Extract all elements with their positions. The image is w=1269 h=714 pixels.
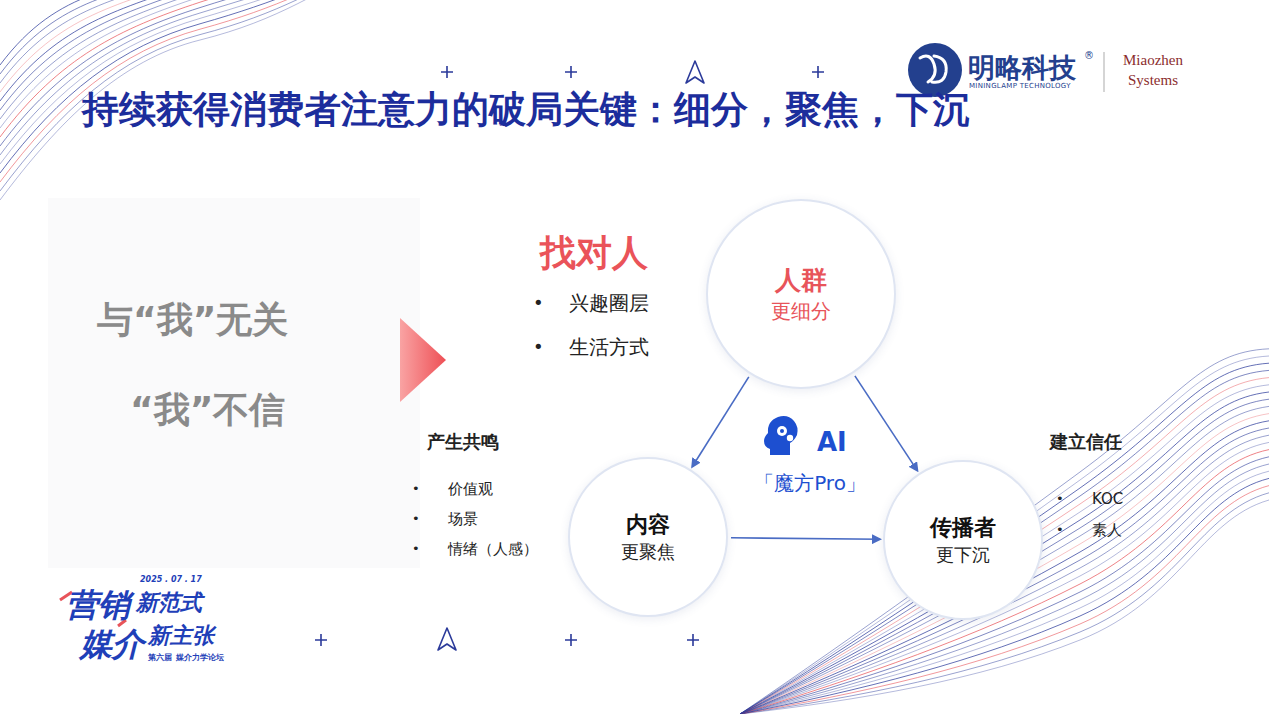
wave-line [740,414,1269,714]
bullet: • [1056,491,1064,507]
heading: 产生共鸣 [427,431,499,453]
node-subtitle: 更聚焦 [621,540,675,564]
heading: 找对人 [540,231,648,274]
event-logo-text: 营销 [66,586,130,624]
arrow-connector [855,376,917,471]
bullet: • [1056,522,1064,538]
wave-line [740,349,1269,714]
bullet-text: 情绪（人感） [448,540,538,558]
title: 持续获得消费者注意力的破局关键：细分，聚焦，下沉 [82,88,970,132]
bullet: • [412,541,420,557]
bullet: • [412,481,420,497]
event-logo-text: 新范式 [136,590,202,616]
bullet: • [533,336,544,358]
arrow-connector [731,538,880,539]
bullet: • [412,511,420,527]
wave-line [740,356,1269,714]
circle-node: 内容更聚焦 [568,457,728,617]
wave-line [740,457,1269,714]
bullet-text: 素人 [1092,521,1122,539]
event-edition: 第六届 [148,653,172,663]
node-subtitle: 更下沉 [936,543,990,567]
pain-point: 与“我”无关 [97,298,288,341]
wave-line [0,0,380,92]
event-name: 媒介力学论坛 [176,653,224,663]
wave-line [740,370,1269,714]
node-title: 传播者 [930,513,996,543]
wave-line [740,399,1269,714]
ai-brain-icon [764,416,798,455]
event-logo-text: 新主张 [148,623,214,649]
event-logo-text: 媒介 [80,625,144,663]
brand-name: Systems [1128,71,1178,89]
bullet-text: 价值观 [448,480,493,498]
ai-label: AI [817,427,847,458]
wave-line [0,0,380,101]
wave-line [0,0,380,65]
event-date: 2025 . 07 . 17 [140,575,202,585]
bullet: • [533,292,544,314]
node-title: 内容 [626,510,670,540]
wave-line [0,0,380,164]
arrow-connector [692,377,749,467]
wave-line [740,385,1269,714]
pointer-triangle [400,318,446,402]
bullet-text: 生活方式 [569,335,649,359]
bullet-text: 场景 [448,510,478,528]
product-name: 「魔方Pro」 [754,471,866,495]
wave-line [0,0,380,83]
registered-mark: ® [1084,50,1094,62]
circle-node: 传播者更下沉 [883,460,1043,620]
bullet-text: KOC [1092,490,1123,508]
brand-subtitle: MININGLAMP TECHNOLOGY [969,82,1071,90]
wave-lines [740,349,1269,714]
circle-node: 人群更细分 [706,199,896,389]
wave-line [740,428,1269,714]
heading: 建立信任 [1050,431,1122,453]
node-subtitle: 更细分 [771,298,831,325]
bullet-text: 兴趣圈层 [569,291,649,315]
brand-name: 明略科技 [968,52,1076,84]
wave-line [0,0,380,155]
left-panel [48,198,420,568]
brand-name: Miaozhen [1123,51,1183,69]
pain-point: “我”不信 [130,388,285,431]
wave-line [0,0,380,173]
node-title: 人群 [775,263,827,298]
